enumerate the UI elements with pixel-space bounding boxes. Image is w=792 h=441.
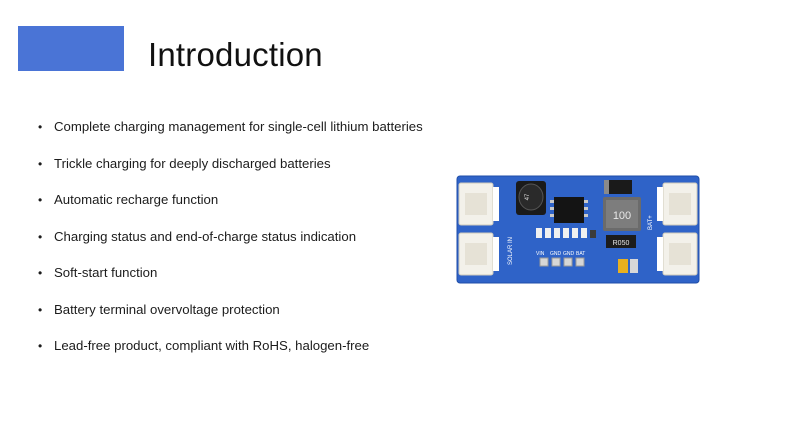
bullet-dot-icon: • — [38, 193, 43, 207]
resistor-label: R050 — [613, 240, 630, 247]
pin-label: GND — [563, 251, 575, 257]
bullet-list: •Complete charging management for single… — [38, 113, 428, 369]
inductor-label: 100 — [613, 210, 631, 222]
left-connector-bottom — [458, 232, 499, 276]
svg-text:47: 47 — [525, 193, 531, 200]
bullet-item: •Battery terminal overvoltage protection — [38, 296, 428, 324]
charger-board-image: 47 100 R050 — [456, 175, 700, 284]
left-connector-top — [458, 182, 499, 226]
capacitor-icon: 47 — [516, 181, 546, 215]
bullet-item: •Complete charging management for single… — [38, 113, 428, 141]
header-pins — [539, 257, 585, 267]
bullet-dot-icon: • — [38, 266, 43, 280]
bullet-item: •Soft-start function — [38, 259, 428, 287]
smd-components — [536, 228, 596, 238]
diode-icon — [604, 180, 632, 194]
bullet-dot-icon: • — [38, 229, 43, 244]
pin-label: VIN — [536, 251, 545, 257]
resistor-icon: R050 — [606, 235, 636, 248]
bullet-dot-icon: • — [38, 156, 43, 171]
slide-title: Introduction — [148, 36, 323, 73]
bullet-item: •Lead-free product, compliant with RoHS,… — [38, 332, 428, 360]
inductor-icon: 100 — [603, 197, 641, 231]
title-accent-bar — [18, 26, 124, 71]
pin-label: GND — [550, 251, 562, 257]
bullet-item: •Automatic recharge function — [38, 186, 428, 214]
bullet-dot-icon: • — [38, 302, 43, 317]
right-connector-top — [657, 182, 698, 226]
bullet-dot-icon: • — [38, 120, 43, 134]
bullet-item: •Charging status and end-of-charge statu… — [38, 223, 428, 251]
right-connector-bottom — [657, 232, 698, 276]
solar-in-label: SOLAR IN — [508, 237, 514, 265]
ic-chip-icon — [550, 197, 588, 223]
status-led-icon — [618, 259, 628, 273]
pin-label: BAT — [576, 251, 585, 257]
bullet-item: •Trickle charging for deeply discharged … — [38, 150, 428, 178]
bullet-dot-icon: • — [38, 339, 43, 353]
bat-label: BAT+ — [648, 215, 654, 230]
